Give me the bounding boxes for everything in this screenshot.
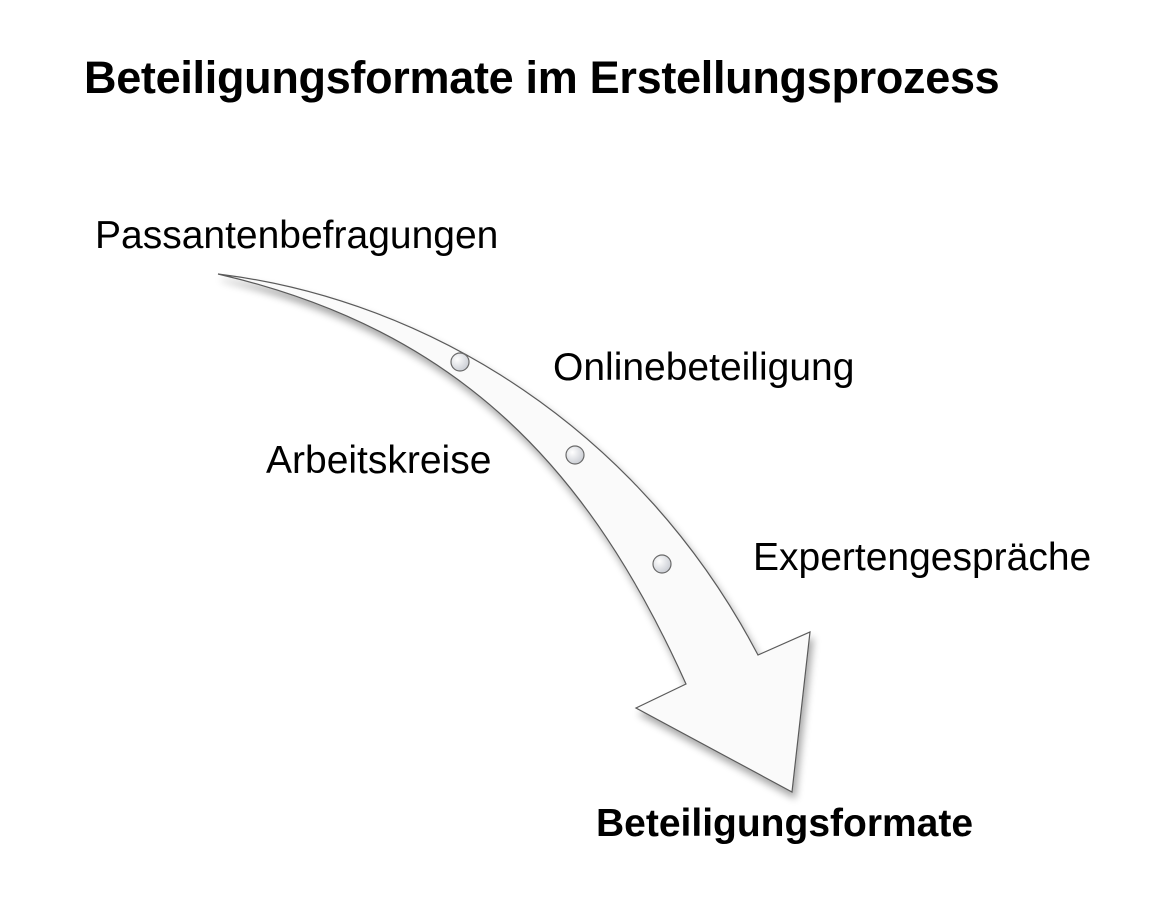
step-marker-3 [652,554,672,574]
result-label: Beteiligungsformate [596,802,974,845]
step-label-passantenbefragungen: Passantenbefragungen [95,214,499,257]
step-label-expertengespraeche: Expertengespräche [753,536,1092,579]
curved-arrow-shape [217,273,811,793]
step-marker-1 [450,352,470,372]
page-title: Beteiligungsformate im Erstellungsprozes… [84,52,1000,103]
step-marker-2 [565,445,585,465]
step-label-arbeitskreise: Arbeitskreise [266,439,492,482]
step-label-onlinebeteiligung: Onlinebeteiligung [553,346,855,389]
